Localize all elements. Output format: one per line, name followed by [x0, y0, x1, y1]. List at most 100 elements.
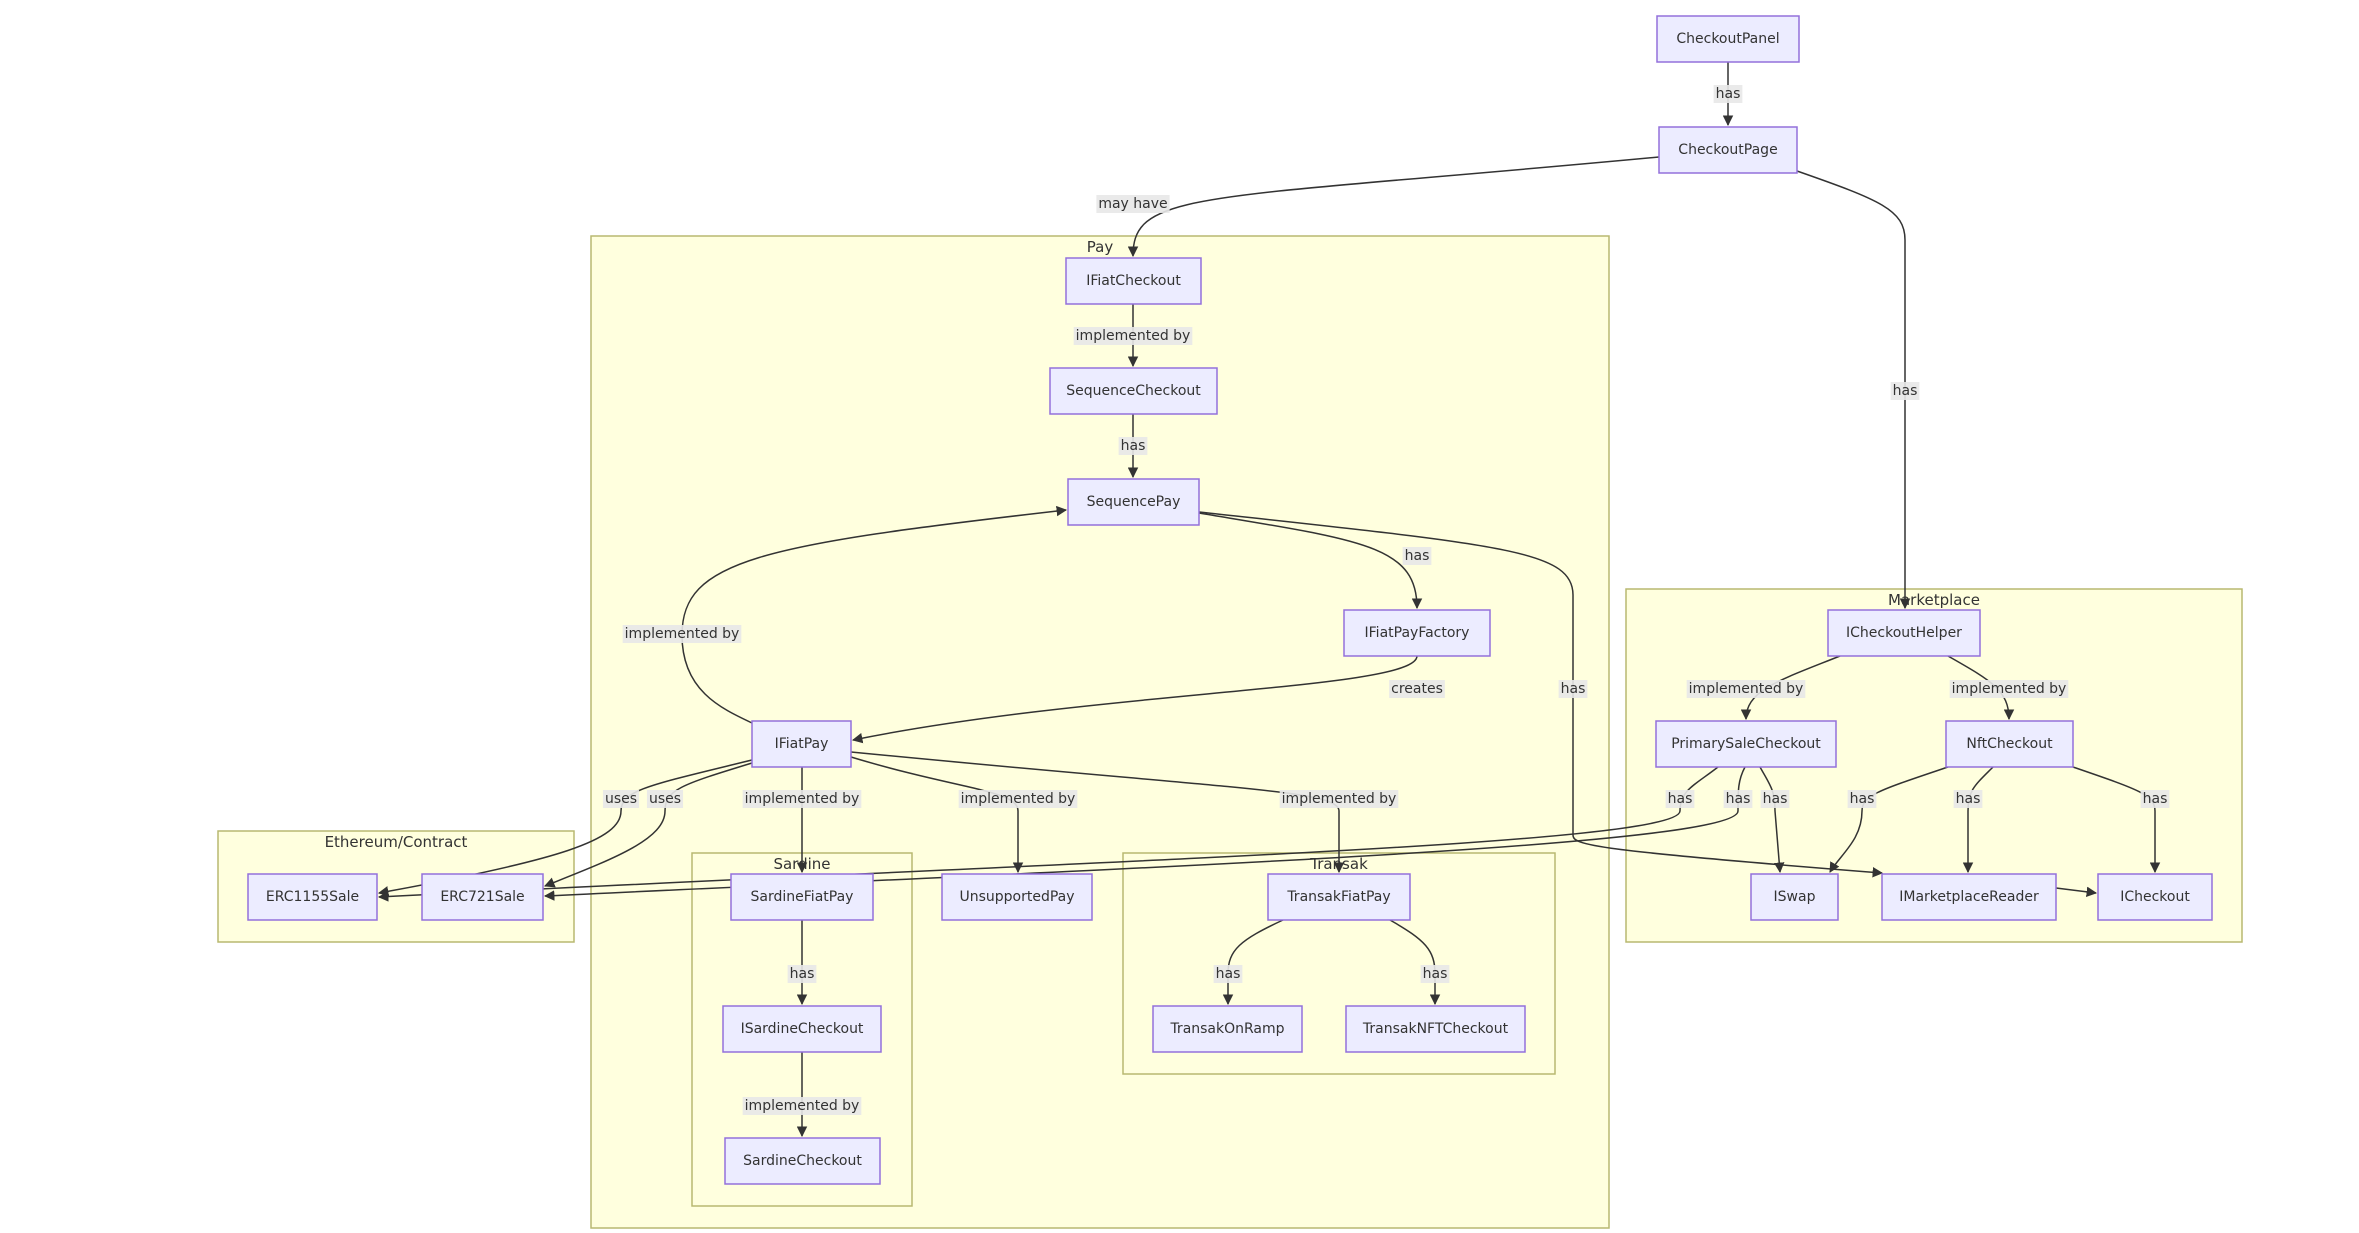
- edge-label-background: [1118, 437, 1148, 455]
- node-i-swap: ISwap: [1750, 873, 1839, 921]
- node-erc1155-sale-box: [247, 873, 378, 921]
- node-i-sardine-checkout-box: [722, 1005, 882, 1053]
- edge-label-background: [2140, 790, 2170, 808]
- edge-label-background: [1096, 195, 1170, 213]
- node-i-checkout-label: ICheckout: [2120, 889, 2190, 905]
- node-transak-fiat-pay: TransakFiatPay: [1267, 873, 1411, 921]
- node-sardine-fiat-pay-label: SardineFiatPay: [751, 889, 854, 905]
- edge-label-text: has: [1121, 438, 1146, 454]
- edge-i-fiat-pay-to-sequence-pay: [681, 505, 1068, 724]
- edge-label-background: [1073, 327, 1193, 345]
- node-transak-on-ramp: TransakOnRamp: [1152, 1005, 1303, 1053]
- node-i-checkout-box: [2097, 873, 2213, 921]
- edge-label-i-fiat-pay-factory-to-i-fiat-pay: creates: [1389, 680, 1445, 698]
- node-i-marketplace-reader-box: [1881, 873, 2057, 921]
- node-nft-checkout-label: NftCheckout: [1966, 736, 2053, 752]
- edge-label-transak-fiat-pay-to-transak-nft-checkout: has: [1420, 965, 1450, 983]
- edge-label-nft-checkout-to-i-checkout: has: [2140, 790, 2170, 808]
- node-primary-sale-checkout: PrimarySaleCheckout: [1655, 720, 1837, 768]
- edge-label-background: [1213, 965, 1243, 983]
- edge-label-text: implemented by: [745, 1098, 860, 1114]
- node-sardine-checkout: SardineCheckout: [724, 1137, 881, 1185]
- node-sequence-checkout-label: SequenceCheckout: [1066, 383, 1201, 399]
- edge-label-text: has: [1423, 966, 1448, 982]
- node-transak-nft-checkout-label: TransakNFTCheckout: [1362, 1021, 1509, 1037]
- edge-label-text: implemented by: [745, 791, 860, 807]
- edge-label-background: [1949, 680, 2069, 698]
- node-sardine-checkout-label: SardineCheckout: [743, 1153, 862, 1169]
- node-i-fiat-pay-factory-label: IFiatPayFactory: [1365, 625, 1470, 641]
- edge-sequence-pay-to-i-marketplace-reader: [1198, 511, 1884, 878]
- edge-label-text: has: [1216, 966, 1241, 982]
- edge-label-primary-sale-checkout-to-erc1155-sale: has: [1665, 790, 1695, 808]
- node-i-fiat-pay: IFiatPay: [751, 720, 852, 768]
- edge-label-background: [1402, 547, 1432, 565]
- node-i-marketplace-reader: IMarketplaceReader: [1881, 873, 2057, 921]
- edge-label-sequence-pay-to-i-marketplace-reader: has: [1558, 680, 1588, 698]
- node-erc1155-sale-label: ERC1155Sale: [266, 889, 359, 905]
- node-sardine-fiat-pay: SardineFiatPay: [730, 873, 874, 921]
- edge-label-text: creates: [1391, 681, 1443, 697]
- edge-label-transak-fiat-pay-to-transak-on-ramp: has: [1213, 965, 1243, 983]
- edge-label-background: [1723, 790, 1753, 808]
- edge-label-nft-checkout-to-i-swap: has: [1847, 790, 1877, 808]
- edge-label-checkout-panel-to-checkout-page: has: [1713, 85, 1743, 103]
- edge-nft-checkout-to-i-swap: [1829, 766, 1949, 873]
- node-sequence-checkout: SequenceCheckout: [1049, 367, 1218, 415]
- node-transak-on-ramp-label: TransakOnRamp: [1169, 1021, 1284, 1037]
- node-checkout-panel-label: CheckoutPanel: [1676, 31, 1779, 47]
- edge-i-fiat-pay-to-erc721-sale: [544, 762, 753, 888]
- edge-label-sequence-pay-to-i-fiat-pay-factory: has: [1402, 547, 1432, 565]
- node-checkout-panel-box: [1656, 15, 1800, 63]
- edge-label-i-checkout-helper-to-primary-sale-checkout: implemented by: [1686, 680, 1806, 698]
- node-i-fiat-checkout: IFiatCheckout: [1065, 257, 1202, 305]
- edge-label-text: has: [1726, 791, 1751, 807]
- edge-label-text: implemented by: [1282, 791, 1397, 807]
- node-nft-checkout: NftCheckout: [1945, 720, 2074, 768]
- edge-label-background: [958, 790, 1078, 808]
- edge-label-background: [1890, 382, 1920, 400]
- edge-label-primary-sale-checkout-to-i-swap: has: [1760, 790, 1790, 808]
- edge-label-background: [1686, 680, 1806, 698]
- edge-label-background: [1558, 680, 1588, 698]
- node-i-checkout-helper: ICheckoutHelper: [1827, 609, 1981, 657]
- node-transak-nft-checkout: TransakNFTCheckout: [1345, 1005, 1526, 1053]
- edge-label-i-fiat-pay-to-transak-fiat-pay: implemented by: [1279, 790, 1399, 808]
- node-i-fiat-pay-factory: IFiatPayFactory: [1343, 609, 1491, 657]
- edge-label-text: implemented by: [1952, 681, 2067, 697]
- node-transak-fiat-pay-label: TransakFiatPay: [1286, 889, 1390, 905]
- node-i-checkout-helper-box: [1827, 609, 1981, 657]
- edge-sequence-pay-to-i-fiat-pay-factory: [1198, 512, 1423, 610]
- node-i-swap-label: ISwap: [1774, 889, 1816, 905]
- edge-label-text: has: [2143, 791, 2168, 807]
- node-sardine-checkout-box: [724, 1137, 881, 1185]
- node-i-checkout-helper-label: ICheckoutHelper: [1846, 625, 1962, 641]
- node-checkout-panel: CheckoutPanel: [1656, 15, 1800, 63]
- edge-label-text: has: [790, 966, 815, 982]
- edge-label-i-sardine-checkout-to-sardine-checkout: implemented by: [742, 1097, 862, 1115]
- edge-label-background: [1389, 680, 1445, 698]
- node-unsupported-pay: UnsupportedPay: [941, 873, 1093, 921]
- node-erc721-sale-label: ERC721Sale: [440, 889, 524, 905]
- edge-label-sardine-fiat-pay-to-i-sardine-checkout: has: [787, 965, 817, 983]
- edge-label-text: implemented by: [1076, 328, 1191, 344]
- edge-label-background: [787, 965, 817, 983]
- node-primary-sale-checkout-box: [1655, 720, 1837, 768]
- cluster-pay-title: Pay: [1087, 238, 1114, 256]
- node-sequence-checkout-box: [1049, 367, 1218, 415]
- node-i-checkout: ICheckout: [2097, 873, 2213, 921]
- edge-label-background: [742, 1097, 862, 1115]
- node-checkout-page-box: [1658, 126, 1798, 174]
- node-sequence-pay: SequencePay: [1067, 478, 1200, 526]
- edge-label-i-fiat-pay-to-erc1155-sale: uses: [602, 790, 640, 808]
- edge-label-sequence-checkout-to-sequence-pay: has: [1118, 437, 1148, 455]
- node-sardine-fiat-pay-box: [730, 873, 874, 921]
- edge-label-i-fiat-pay-to-erc721-sale: uses: [646, 790, 684, 808]
- node-i-swap-box: [1750, 873, 1839, 921]
- edge-label-text: uses: [649, 791, 681, 807]
- edge-label-text: has: [1763, 791, 1788, 807]
- edge-label-text: implemented by: [625, 626, 740, 642]
